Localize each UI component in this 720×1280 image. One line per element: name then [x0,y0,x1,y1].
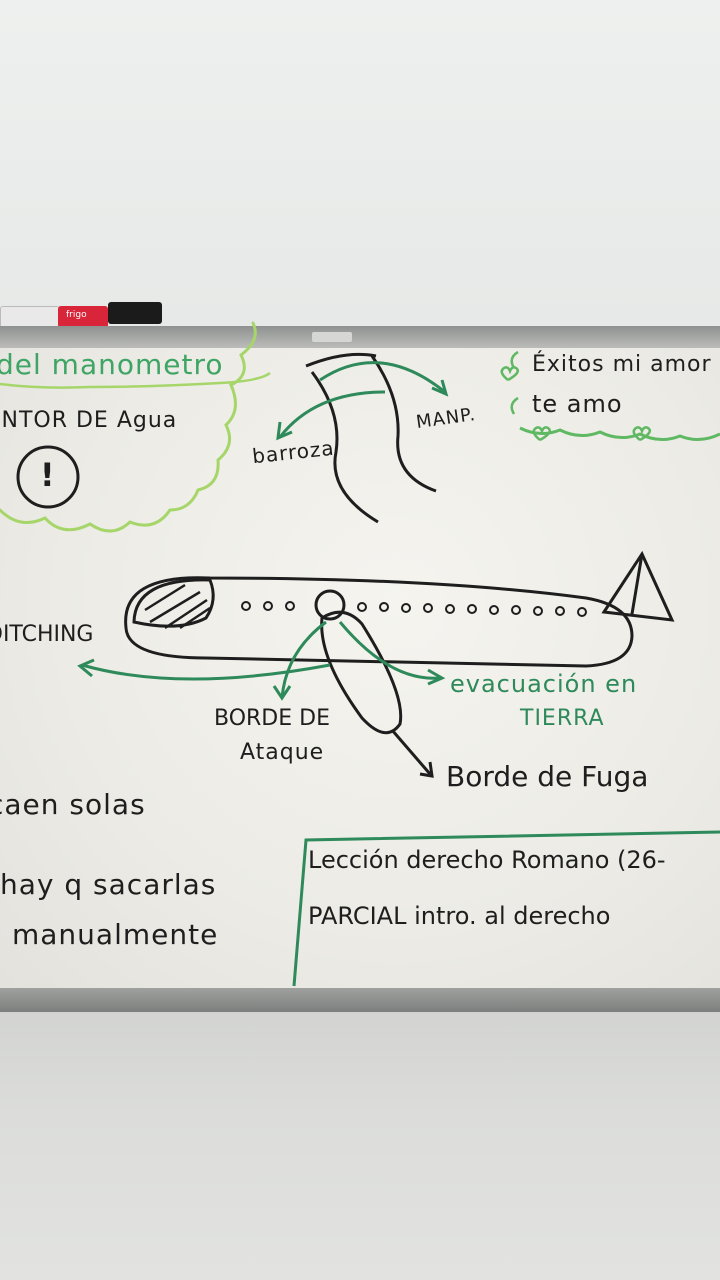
todo-line-2: PARCIAL intro. al derecho [308,902,611,930]
love-line-1: Éxitos mi amor [532,352,712,377]
arrow-ditching [81,663,331,681]
tube-left [310,371,379,524]
warning-symbol: ! [40,456,56,494]
marker-tray: frigo [0,300,170,330]
label-borde-ataque-1: BORDE DE [214,706,330,731]
arrow-borde-ataque-head [272,685,292,701]
cockpit-hatch [144,583,211,630]
heart-1 [500,366,519,382]
arrow-evacuacion-head [427,668,446,686]
whiteboard-bottom-rail [0,988,720,1012]
arrow-borde-fuga-head [419,761,434,778]
arrow-ditching-head [77,658,95,678]
note-manualmente: manualmente [12,918,219,951]
note-contador-agua: INTOR DE Agua [0,408,178,433]
todo-line-1: Lección derecho Romano (26- [308,846,666,874]
airplane-cockpit [132,578,215,628]
arrow-borde-ataque [280,620,327,699]
arrow-manp-head [431,379,449,397]
marker-black [108,302,162,324]
heading-manometro: del manometro [0,348,224,381]
heart-2 [532,426,551,442]
label-evacuacion: evacuación en [450,670,638,698]
todo-box-border [292,830,720,987]
heart-3 [632,426,651,442]
airplane-windows [241,601,587,617]
arrow-manp [319,361,446,394]
warning-circle [16,445,80,509]
arrow-borde-fuga [390,729,432,775]
airplane-engine-ring [314,589,346,621]
note-caen-solas: caen solas [0,788,146,821]
marker-brand: frigo [66,310,87,320]
tube-top [305,352,377,368]
bracket-1 [510,350,519,369]
label-tierra: TIERRA [520,706,605,731]
arrow-evacuacion [338,621,441,680]
whiteboard-surface [0,348,720,988]
love-line-2: te amo [532,390,623,418]
arrow-barrozo-head [276,421,293,441]
arrow-barrozo [278,390,386,438]
wavy-line [519,426,720,441]
wall-lower [0,1010,720,1280]
cloud-top [0,371,271,389]
bracket-2 [510,396,519,415]
airplane-wing [320,610,403,735]
label-ditching: DITCHING [0,622,94,647]
frame-label [312,332,352,342]
note-hay-q-sacarlas: hay q sacarlas [0,868,217,901]
cloud-outline [0,321,257,533]
label-borde-fuga: Borde de Fuga [446,760,649,793]
airplane-tail [601,550,675,622]
airplane-fuselage [124,576,634,668]
tube-right [370,355,437,493]
marker-red: frigo [58,306,108,328]
label-borde-ataque-2: Ataque [240,740,325,765]
